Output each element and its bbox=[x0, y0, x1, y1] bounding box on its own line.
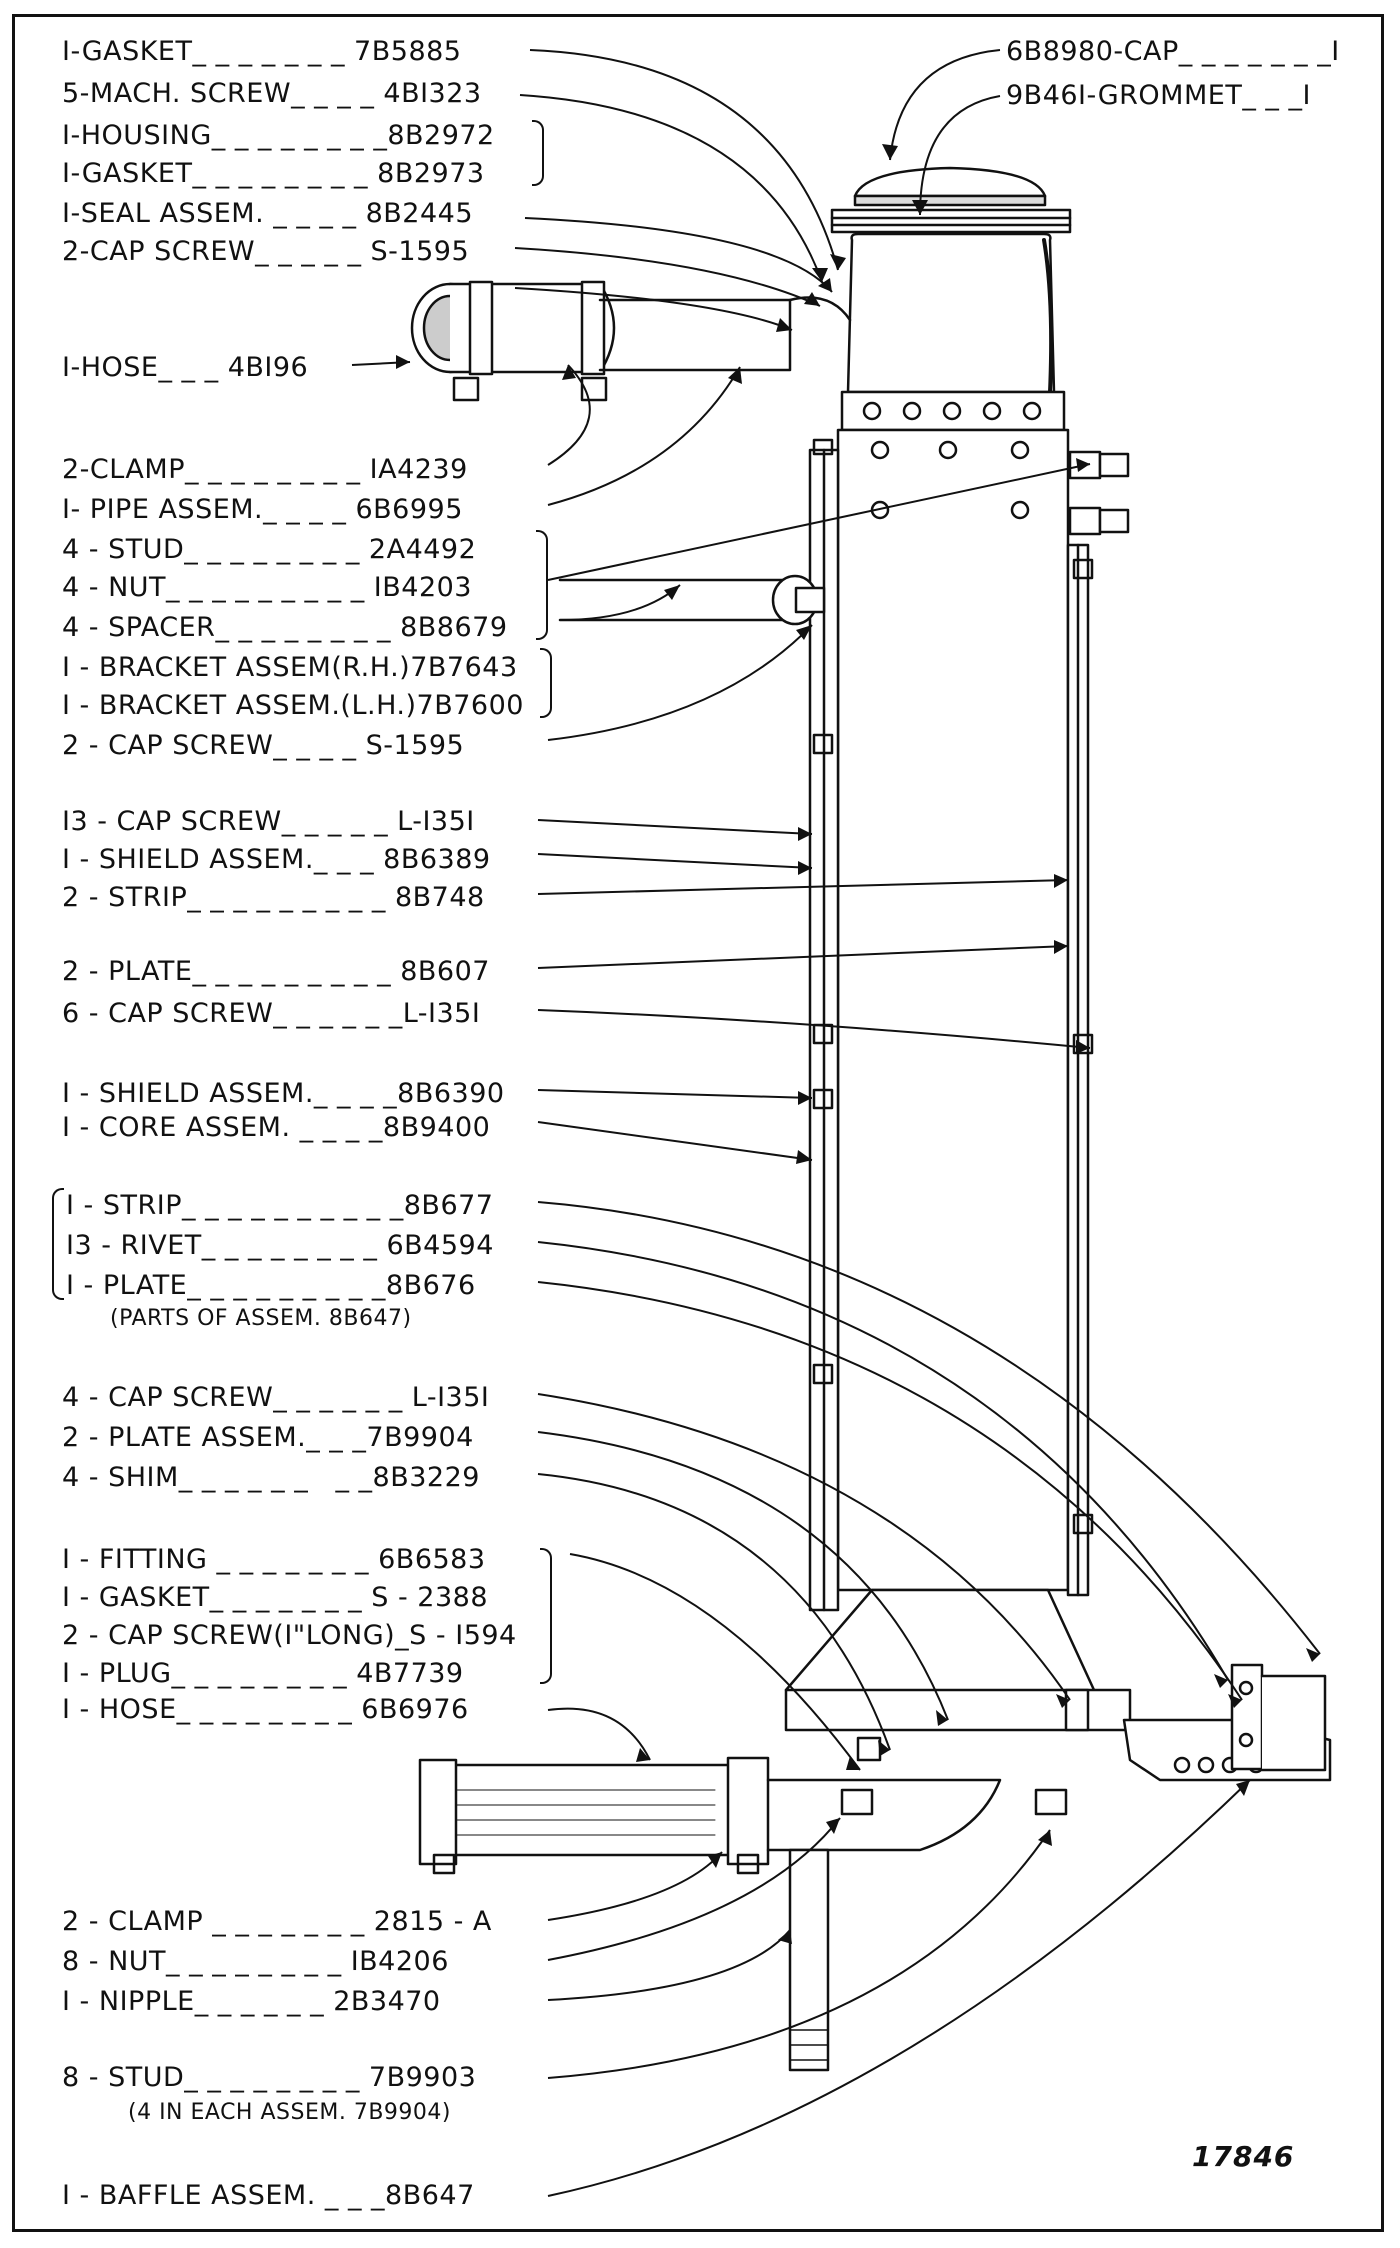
figure-number: 17846 bbox=[1192, 2140, 1295, 2173]
label-grommet-9b461: 9B46I-GROMMET_ _ _I bbox=[1006, 80, 1311, 111]
drain-nipple bbox=[788, 1848, 830, 2072]
label-rivet-6b4594: I3 - RIVET_ _ _ _ _ _ _ _ 6B4594 bbox=[66, 1230, 494, 1261]
lower-hose bbox=[423, 1763, 732, 1857]
label-clamp-ia4239: 2-CLAMP_ _ _ _ _ _ _ _ IA4239 bbox=[62, 454, 468, 485]
label-housing-8b2972: I-HOUSING_ _ _ _ _ _ _ _8B2972 bbox=[62, 120, 495, 151]
label-spacer-8b8679: 4 - SPACER_ _ _ _ _ _ _ _ 8B8679 bbox=[62, 612, 508, 643]
label-seal-assem-8b2445: I-SEAL ASSEM. _ _ _ _ 8B2445 bbox=[62, 198, 474, 229]
label-stud-7b9903: 8 - STUD_ _ _ _ _ _ _ _ 7B9903 bbox=[62, 2062, 477, 2093]
label-fitting-6b6583: I - FITTING _ _ _ _ _ _ _ 6B6583 bbox=[62, 1544, 486, 1575]
filler-cap bbox=[853, 166, 1047, 198]
label-gasket-s2388: I - GASKET_ _ _ _ _ _ _ S - 2388 bbox=[62, 1582, 488, 1613]
label-pipe-assem-6b6995: I- PIPE ASSEM._ _ _ _ 6B6995 bbox=[62, 494, 463, 525]
label-baffle-assem-8b647: I - BAFFLE ASSEM. _ _ _8B647 bbox=[62, 2180, 475, 2211]
brace-baffle-parts bbox=[52, 1188, 64, 1300]
brace-stud-nut-spacer bbox=[536, 530, 548, 640]
baffle-bracket bbox=[1230, 1663, 1264, 1771]
label-cap-screw-l1351-4: 4 - CAP SCREW_ _ _ _ _ _ L-I35I bbox=[62, 1382, 490, 1413]
label-cap-screw-s1595-top: 2-CAP SCREW_ _ _ _ _ S-1595 bbox=[62, 236, 470, 267]
label-hose-4bi96: I-HOSE_ _ _ 4BI96 bbox=[62, 352, 309, 383]
label-cap-screw-s1594: 2 - CAP SCREW(I"LONG)_S - I594 bbox=[62, 1620, 517, 1651]
label-cap-screw-l1351-13: I3 - CAP SCREW_ _ _ _ _ L-I35I bbox=[62, 806, 475, 837]
label-cap-screw-s1595-mid: 2 - CAP SCREW_ _ _ _ S-1595 bbox=[62, 730, 465, 761]
label-clamp-2815a: 2 - CLAMP _ _ _ _ _ _ _ 2815 - A bbox=[62, 1906, 492, 1937]
label-stud-2a4492: 4 - STUD_ _ _ _ _ _ _ _ 2A4492 bbox=[62, 534, 477, 565]
label-plate-assem-7b9904: 2 - PLATE ASSEM._ _ _7B9904 bbox=[62, 1422, 474, 1453]
label-shim-8b3229: 4 - SHIM_ _ _ _ _ _ _ _8B3229 bbox=[62, 1462, 480, 1493]
label-cap-screw-l1351-6: 6 - CAP SCREW_ _ _ _ _ _L-I35I bbox=[62, 998, 481, 1029]
label-nipple-2b3470: I - NIPPLE_ _ _ _ _ _ 2B3470 bbox=[62, 1986, 441, 2017]
label-strip-8b748: 2 - STRIP_ _ _ _ _ _ _ _ _ 8B748 bbox=[62, 882, 485, 913]
label-shield-8b6390: I - SHIELD ASSEM._ _ _ _8B6390 bbox=[62, 1078, 505, 1109]
label-plate-8b676: I - PLATE_ _ _ _ _ _ _ _ _8B676 bbox=[66, 1270, 476, 1301]
label-mach-screw-4bi323: 5-MACH. SCREW_ _ _ _ 4BI323 bbox=[62, 78, 482, 109]
note-parts-of-assem: (PARTS OF ASSEM. 8B647) bbox=[110, 1306, 412, 1331]
top-tank bbox=[846, 232, 1056, 394]
brace-brackets bbox=[540, 648, 552, 718]
label-nut-ib4206: 8 - NUT_ _ _ _ _ _ _ _ IB4206 bbox=[62, 1946, 449, 1977]
label-plate-8b607: 2 - PLATE_ _ _ _ _ _ _ _ _ 8B607 bbox=[62, 956, 490, 987]
label-gasket-8b2973: I-GASKET_ _ _ _ _ _ _ _ 8B2973 bbox=[62, 158, 485, 189]
label-strip-8b677: I - STRIP_ _ _ _ _ _ _ _ _ _8B677 bbox=[66, 1190, 494, 1221]
label-cap-6b8980: 6B8980-CAP_ _ _ _ _ _ _I bbox=[1006, 36, 1340, 67]
label-gasket-7b5885: I-GASKET_ _ _ _ _ _ _ 7B5885 bbox=[62, 36, 462, 67]
label-shield-8b6389: I - SHIELD ASSEM._ _ _ 8B6389 bbox=[62, 844, 491, 875]
brace-fittings bbox=[540, 1548, 552, 1684]
label-hose-6b6976: I - HOSE_ _ _ _ _ _ _ _ 6B6976 bbox=[62, 1694, 469, 1725]
label-plug-4b7739: I - PLUG_ _ _ _ _ _ _ _ 4B7739 bbox=[62, 1658, 464, 1689]
note-4-in-each-assem: (4 IN EACH ASSEM. 7B9904) bbox=[128, 2100, 451, 2125]
figure-border bbox=[12, 14, 1384, 2232]
label-bracket-lh-7b7600: I - BRACKET ASSEM.(L.H.)7B7600 bbox=[62, 690, 524, 721]
radiator-core bbox=[836, 428, 1070, 1592]
label-core-8b9400: I - CORE ASSEM. _ _ _ _8B9400 bbox=[62, 1112, 491, 1143]
label-nut-ib4203: 4 - NUT_ _ _ _ _ _ _ _ _ IB4203 bbox=[62, 572, 472, 603]
header-plate bbox=[840, 390, 1066, 432]
label-bracket-rh-7b7643: I - BRACKET ASSEM(R.H.)7B7643 bbox=[62, 652, 518, 683]
brace-housing-gasket bbox=[532, 120, 544, 186]
